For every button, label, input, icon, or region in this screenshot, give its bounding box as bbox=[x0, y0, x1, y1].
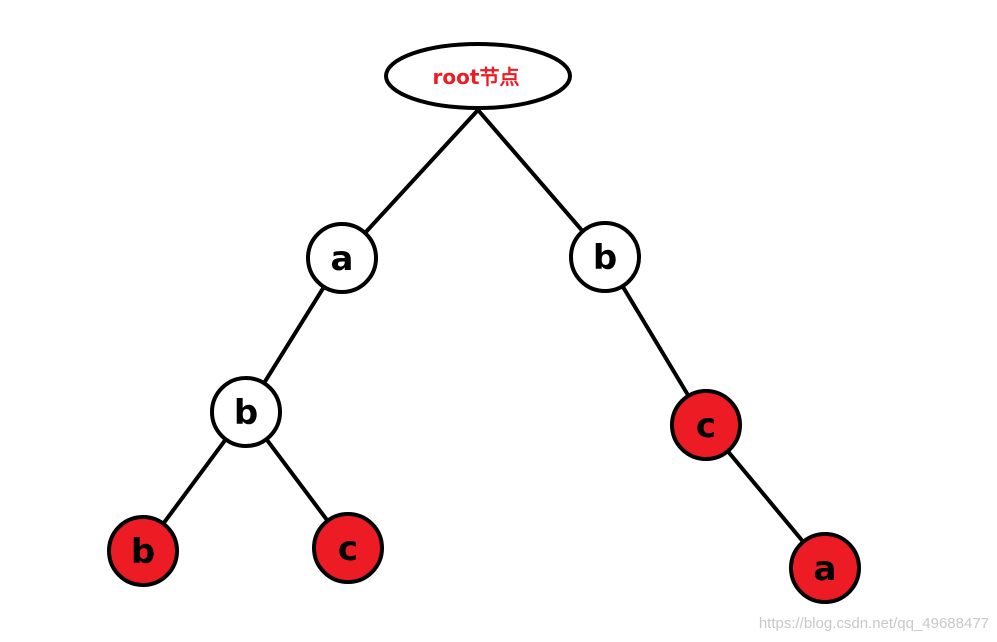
node-a1: a bbox=[306, 222, 378, 294]
edge-root-b1 bbox=[476, 108, 585, 234]
node-circle-b2 bbox=[210, 376, 282, 448]
node-c2: c bbox=[312, 512, 384, 584]
edge-root-a1 bbox=[363, 108, 480, 235]
node-label-c2: c bbox=[338, 529, 358, 569]
node-circle-a2 bbox=[789, 532, 861, 604]
node-circle-b3 bbox=[107, 515, 179, 587]
node-label-a2: a bbox=[814, 549, 837, 589]
node-label-a1: a bbox=[331, 239, 354, 279]
node-label-b3: b bbox=[131, 532, 155, 572]
root-ellipse bbox=[384, 42, 572, 110]
edge-c1-a2 bbox=[725, 449, 806, 544]
nodes-layer: a b b c b c a bbox=[107, 221, 861, 604]
node-circle-c2 bbox=[312, 512, 384, 584]
edge-b2-b3 bbox=[161, 437, 228, 526]
node-a2: a bbox=[789, 532, 861, 604]
node-c1: c bbox=[670, 389, 742, 461]
node-label-c1: c bbox=[696, 406, 716, 446]
watermark-text: https://blog.csdn.net/qq_49688477 bbox=[758, 615, 989, 632]
root-label: root节点 bbox=[433, 65, 520, 89]
node-b2: b bbox=[210, 376, 282, 448]
node-circle-c1 bbox=[670, 389, 742, 461]
root-node: root节点 bbox=[384, 42, 572, 110]
node-circle-a1 bbox=[306, 222, 378, 294]
node-label-b1: b bbox=[593, 238, 617, 278]
node-label-b2: b bbox=[234, 393, 258, 433]
edge-b2-c2 bbox=[264, 437, 330, 523]
edge-a1-b2 bbox=[261, 284, 327, 386]
node-b1: b bbox=[569, 221, 641, 293]
node-b3: b bbox=[107, 515, 179, 587]
edges-layer bbox=[161, 108, 806, 544]
node-circle-b1 bbox=[569, 221, 641, 293]
edge-b1-c1 bbox=[620, 284, 691, 398]
